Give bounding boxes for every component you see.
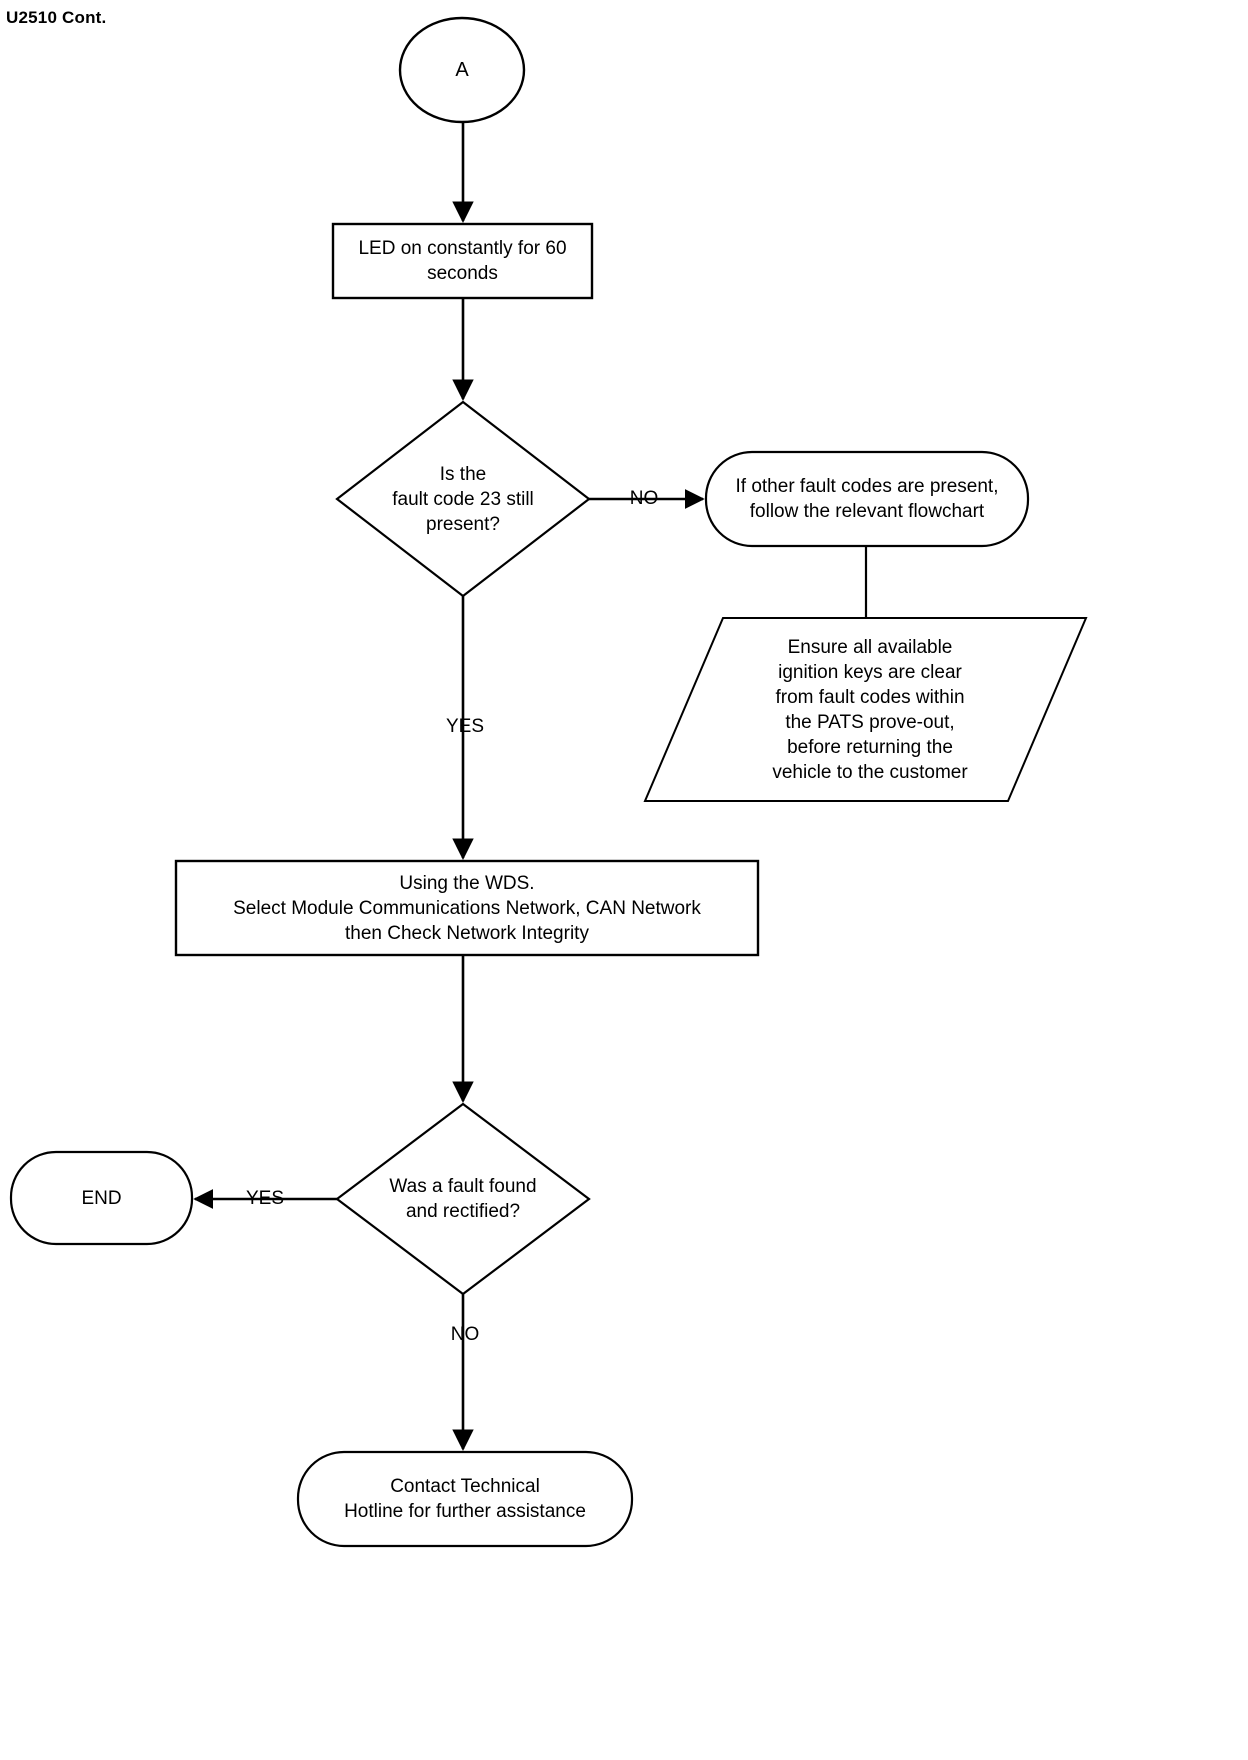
- node-end-terminator[interactable]: [11, 1152, 192, 1244]
- page-title: U2510 Cont.: [6, 8, 107, 27]
- node-contact-technical[interactable]: [298, 1452, 632, 1546]
- node-wds-step[interactable]: [176, 861, 758, 955]
- edge-label-fault-found-yes: YES: [245, 1188, 285, 1209]
- node-led-step-shape: [331, 222, 594, 300]
- node-fault-code-23-decision[interactable]: [337, 402, 589, 596]
- edge-label-fault-code-no: NO: [629, 488, 659, 509]
- node-connector-a[interactable]: [400, 18, 524, 122]
- edge-label-fault-code-yes: YES: [445, 716, 485, 737]
- node-ensure-keys-clear-shape: [643, 617, 1088, 802]
- node-led-step[interactable]: [333, 224, 592, 298]
- node-other-fault-codes[interactable]: [706, 452, 1028, 546]
- node-wds-step-shape: [174, 859, 760, 957]
- node-contact-technical-shape: [296, 1450, 634, 1548]
- node-fault-found-decision[interactable]: [337, 1104, 589, 1294]
- edge-label-fault-found-no: NO: [450, 1324, 480, 1345]
- node-ensure-keys-clear[interactable]: [645, 618, 1086, 801]
- node-end-terminator-shape: [9, 1150, 194, 1246]
